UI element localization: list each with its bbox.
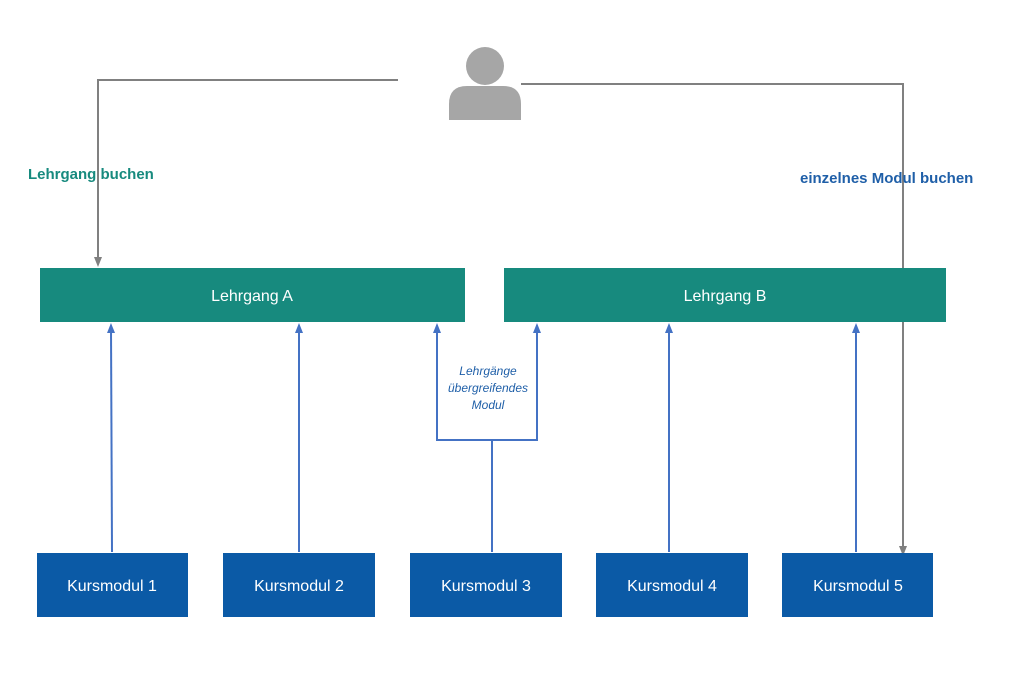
module-box-1: Kursmodul 1 (37, 553, 188, 617)
module-label-4: Kursmodul 4 (627, 578, 717, 595)
single-module-booking-connector (521, 83, 907, 556)
program-label-b: Lehrgang B (684, 288, 767, 305)
program-booking-label: Lehrgang buchen (28, 166, 154, 183)
module-3-branch-a (433, 323, 492, 441)
program-label-a: Lehrgang A (211, 288, 293, 305)
module-box-5: Kursmodul 5 (782, 553, 933, 617)
single-module-booking-label: einzelnes Modul buchen (800, 170, 973, 187)
module-3-branch-b (492, 323, 541, 441)
module-label-5: Kursmodul 5 (813, 578, 903, 595)
program-box-a: Lehrgang A (40, 268, 465, 322)
program-booking-connector (94, 79, 398, 267)
shared-module-label: Lehrgänge übergreifendes Modul (442, 360, 534, 416)
shared-module-label-line-3: Modul (472, 398, 505, 412)
shared-module-label-line-1: Lehrgänge (459, 364, 517, 378)
module-label-1: Kursmodul 1 (67, 578, 157, 595)
module-box-2: Kursmodul 2 (223, 553, 375, 617)
module-label-2: Kursmodul 2 (254, 578, 344, 595)
module-label-3: Kursmodul 3 (441, 578, 531, 595)
module-box-3: Kursmodul 3 (410, 553, 562, 617)
shared-module-label-line-2: übergreifendes (448, 381, 528, 395)
module-box-4: Kursmodul 4 (596, 553, 748, 617)
module-1-connector (107, 323, 116, 553)
user-icon (449, 47, 521, 120)
program-box-b: Lehrgang B (504, 268, 946, 322)
